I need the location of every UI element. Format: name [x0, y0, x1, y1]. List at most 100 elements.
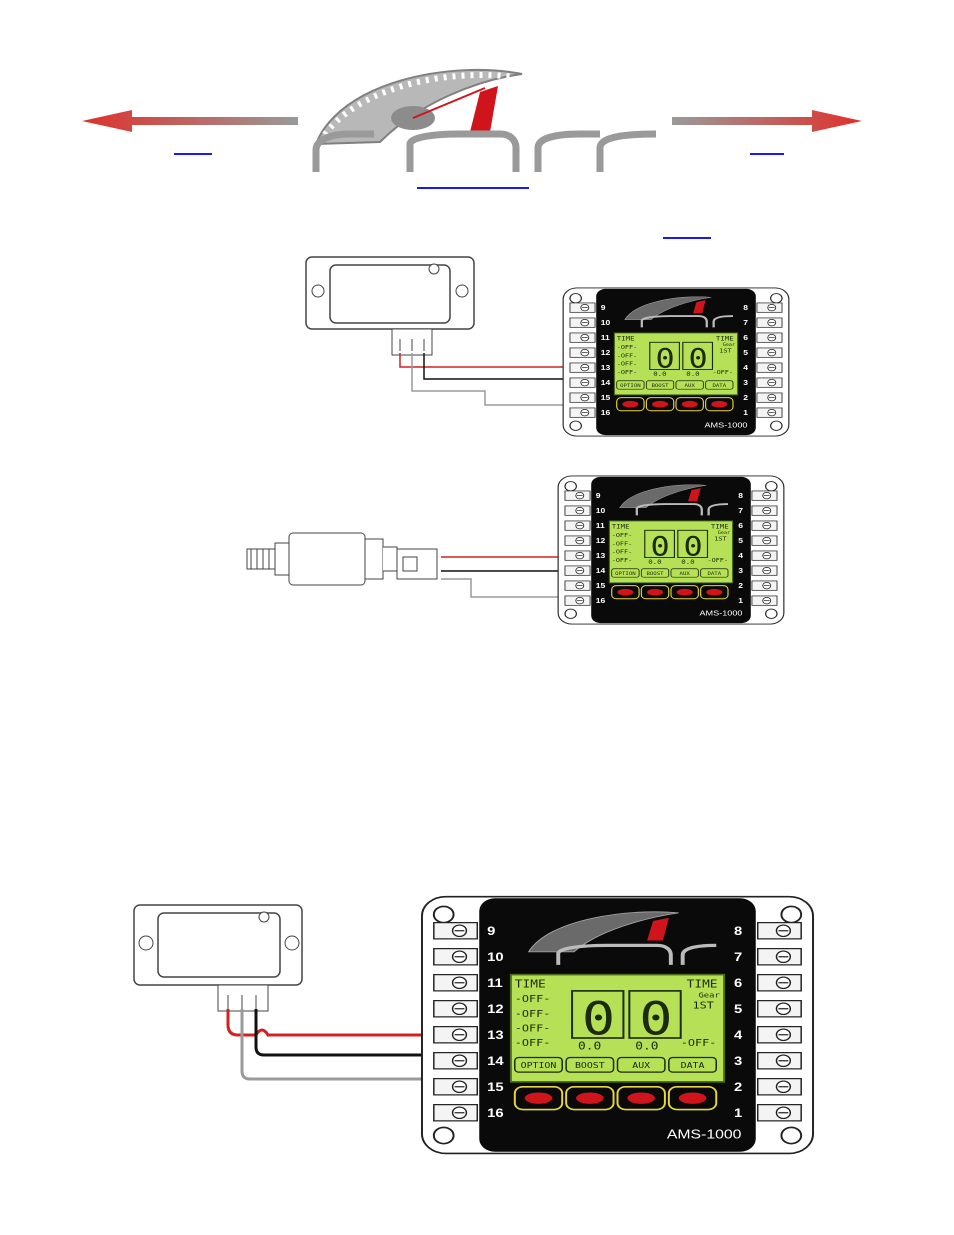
terminal-number: 13: [487, 1028, 504, 1041]
terminal-number: 1: [734, 1106, 743, 1119]
nav-link-home[interactable]: [417, 184, 529, 189]
gauge-button[interactable]: [616, 1085, 666, 1111]
gauge-button[interactable]: [700, 585, 729, 600]
lcd-time-left: TIME: [612, 523, 630, 530]
lcd-value-right: 0.0: [686, 371, 699, 378]
terminal-number: 6: [734, 976, 743, 989]
arrow-right-icon[interactable]: [672, 108, 862, 134]
terminal-screw: [756, 1052, 802, 1070]
alr-logo: [312, 68, 657, 172]
terminal-screw: [433, 1104, 479, 1122]
terminal-screw: [564, 520, 591, 531]
terminal-screw: [569, 392, 596, 403]
lcd-off-row: -OFF-: [617, 353, 638, 359]
terminal-number: 4: [743, 364, 748, 372]
terminal-screw: [564, 490, 591, 501]
terminal-number: 16: [487, 1106, 504, 1119]
terminal-screw: [751, 490, 778, 501]
terminal-screw: [756, 974, 802, 992]
terminal-number: 7: [734, 950, 742, 963]
softkey-frame: [705, 380, 734, 390]
terminal-screw: [751, 565, 778, 576]
gauge-button[interactable]: [645, 397, 675, 412]
gauge-button[interactable]: [611, 585, 640, 600]
terminal-number: 16: [601, 409, 611, 417]
lcd-off-row: -OFF-: [612, 558, 633, 564]
gauge-button[interactable]: [705, 397, 734, 412]
model-label: AMS-1000: [667, 1128, 742, 1142]
nav-link-previous[interactable]: [174, 150, 212, 155]
lcd-off-row: -OFF-: [515, 1037, 551, 1049]
gauge-button[interactable]: [616, 397, 645, 412]
terminal-screw: [756, 392, 783, 403]
terminal-number: 15: [596, 582, 606, 590]
gauge-button[interactable]: [667, 1085, 718, 1111]
gauge-button[interactable]: [640, 585, 670, 600]
terminal-number: 8: [743, 304, 748, 312]
terminal-number: 9: [601, 304, 606, 312]
terminal-number: 4: [738, 552, 743, 560]
model-label: AMS-1000: [700, 608, 743, 617]
terminal-screw: [756, 1078, 802, 1096]
nav-link-next[interactable]: [750, 150, 784, 155]
terminal-number: 5: [743, 349, 748, 357]
wiring-harness: [399, 353, 565, 406]
terminal-screw: [756, 332, 783, 343]
lcd-time-right: TIME: [711, 523, 729, 530]
terminal-screw: [564, 535, 591, 546]
softkey-label: AUX: [685, 383, 696, 388]
gauge-button[interactable]: [670, 585, 699, 600]
lcd-value-left: 0.0: [648, 559, 661, 566]
softkey-label: DATA: [681, 1062, 705, 1071]
terminal-screw: [569, 317, 596, 328]
terminal-screw: [569, 347, 596, 358]
lcd-gear-value: 1ST: [719, 348, 732, 354]
gauge-button[interactable]: [675, 397, 704, 412]
terminal-screw: [756, 948, 802, 966]
softkey-label: BOOST: [646, 571, 664, 576]
terminal-number: 14: [487, 1054, 504, 1067]
softkey-frame: [645, 380, 675, 390]
terminal-screw: [756, 317, 783, 328]
model-label: AMS-1000: [705, 420, 748, 429]
softkey-label: BOOST: [651, 383, 669, 388]
terminal-screw: [433, 1026, 479, 1044]
terminal-screw: [433, 1078, 479, 1096]
lcd-off-row: -OFF-: [617, 361, 638, 367]
arrow-left-icon[interactable]: [82, 108, 298, 134]
terminal-screw: [569, 332, 596, 343]
terminal-number: 2: [738, 582, 743, 590]
gauge-button[interactable]: [513, 1085, 564, 1111]
terminal-screw: [751, 520, 778, 531]
softkey-label: DATA: [712, 383, 727, 388]
nav-link-top[interactable]: [663, 234, 711, 239]
gauge-button[interactable]: [565, 1085, 615, 1111]
terminal-screw: [756, 407, 783, 418]
terminal-number: 3: [743, 379, 748, 387]
pressure-sender: [246, 532, 438, 586]
lcd-gear-label: Gear: [723, 342, 736, 347]
terminal-screw: [756, 922, 802, 940]
lcd-off-right: -OFF-: [707, 558, 728, 564]
terminal-number: 4: [734, 1028, 743, 1041]
terminal-screw: [751, 505, 778, 516]
terminal-screw: [756, 377, 783, 388]
softkey-frame: [616, 1056, 666, 1073]
lcd-gear-value: 1ST: [714, 536, 727, 542]
lcd-gear-value: 1ST: [693, 1000, 715, 1012]
terminal-number: 6: [738, 522, 743, 530]
softkey-frame: [611, 568, 640, 578]
terminal-screw: [569, 407, 596, 418]
terminal-number: 13: [601, 364, 611, 372]
terminal-screw: [564, 565, 591, 576]
map-sensor-large: [133, 904, 303, 1012]
